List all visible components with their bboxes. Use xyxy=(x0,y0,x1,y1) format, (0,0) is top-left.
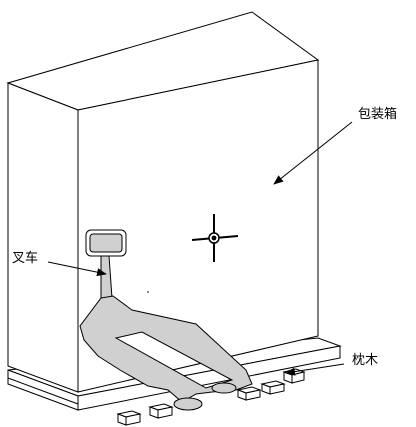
truck-fork-frame xyxy=(79,295,253,403)
crate-body xyxy=(6,11,320,393)
callout-lines xyxy=(47,121,353,376)
truck-handle-grip-inner xyxy=(89,233,123,253)
sleeper-block-4 xyxy=(260,380,286,395)
pallet-truck-label: 叉车 xyxy=(12,250,38,266)
truck-wheel-rear xyxy=(211,382,237,394)
crate-label: 包装箱 xyxy=(358,106,397,122)
sleeper-block-2 xyxy=(148,403,174,419)
truck-leader-line xyxy=(47,261,107,277)
sleeper-leader-line xyxy=(285,363,345,376)
crate-leader-line xyxy=(273,121,353,185)
sleeper-block-1 xyxy=(116,410,142,426)
pallet-truck xyxy=(79,229,253,411)
surface-mark xyxy=(147,291,149,293)
crate-left-face xyxy=(7,82,79,393)
sleeper-label: 枕木 xyxy=(352,353,378,368)
crosshair-icon xyxy=(191,214,239,262)
crate-front-face xyxy=(77,59,319,393)
truck-wheel-front xyxy=(173,397,203,411)
sleeper-block-3 xyxy=(236,386,262,401)
